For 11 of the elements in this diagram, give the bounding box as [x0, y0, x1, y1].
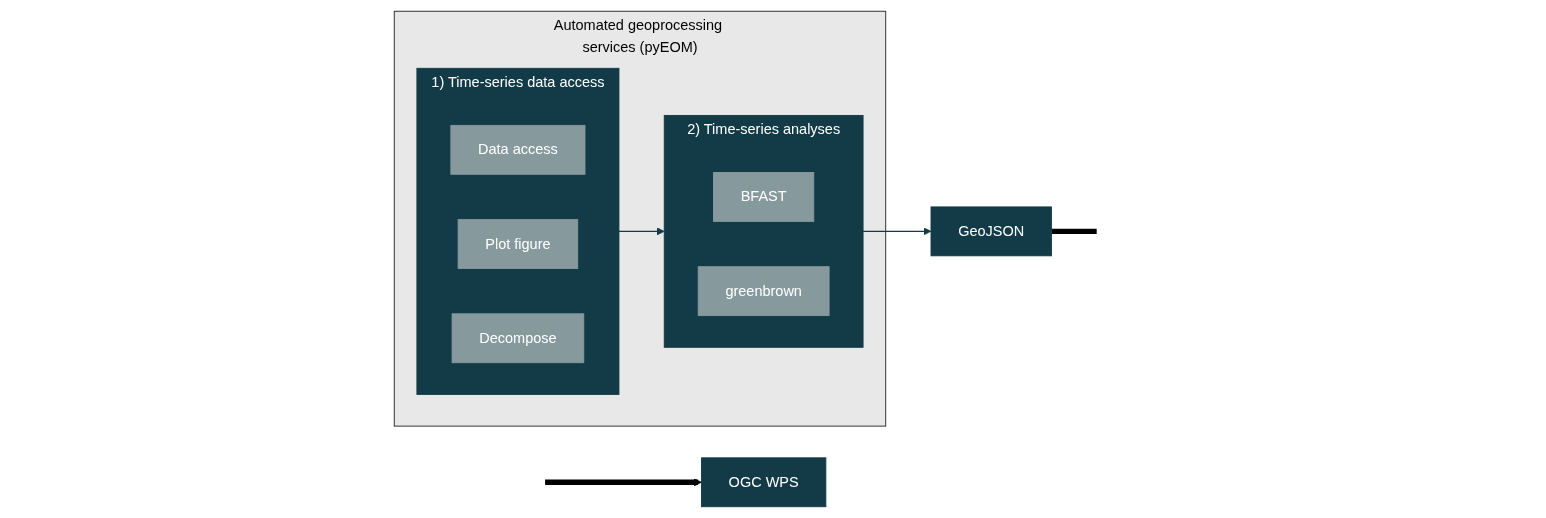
- arrow: [862, 227, 932, 236]
- connector: [1051, 228, 1098, 235]
- arrow: [545, 478, 703, 487]
- arrow: [618, 227, 665, 236]
- node-box: GeoJSON: [930, 206, 1053, 257]
- node-box: Data access: [450, 124, 586, 175]
- node-box: BFAST: [713, 172, 815, 222]
- node-box: OGC WPS: [701, 457, 827, 508]
- node-box: greenbrown: [698, 266, 830, 317]
- node-box: Plot figure: [458, 219, 579, 269]
- node-box: Decompose: [451, 313, 585, 364]
